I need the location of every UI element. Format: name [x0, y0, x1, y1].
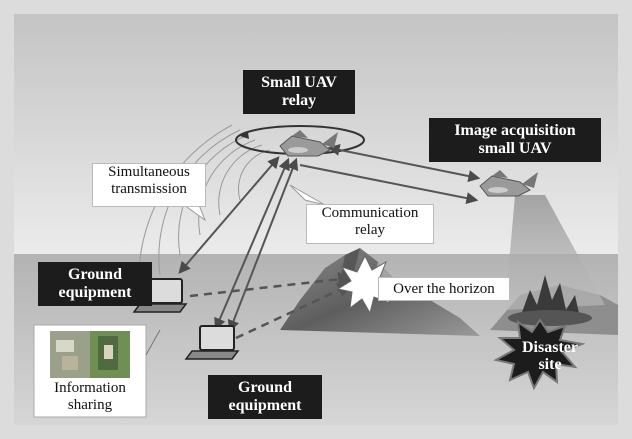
- photo-thumbnail-icon: [50, 331, 130, 378]
- information-sharing-label: Information sharing: [54, 380, 126, 413]
- image-uav-label: Image acquisition small UAV: [429, 118, 601, 162]
- fire-icon: [508, 275, 592, 326]
- disaster-burst: [493, 318, 586, 391]
- uav-icon: [479, 170, 538, 197]
- blocked-links: [189, 271, 353, 340]
- over-horizon-label: Over the horizon: [378, 277, 510, 301]
- callout-pointer: [289, 184, 326, 206]
- relay-uav-label: Small UAV relay: [243, 70, 355, 114]
- ground-equipment-bottom-label: Ground equipment: [208, 375, 322, 419]
- disaster-site-label: Disaster site: [522, 339, 578, 373]
- communication-links: [178, 144, 481, 333]
- camera-beam: [505, 195, 605, 310]
- laptop-icon: [184, 325, 240, 360]
- communication-relay-label: Communication relay: [306, 204, 434, 244]
- uav-icon: [279, 130, 338, 157]
- ground-equipment-left-label: Ground equipment: [38, 262, 152, 306]
- simultaneous-transmission-label: Simultaneous transmission: [92, 163, 206, 207]
